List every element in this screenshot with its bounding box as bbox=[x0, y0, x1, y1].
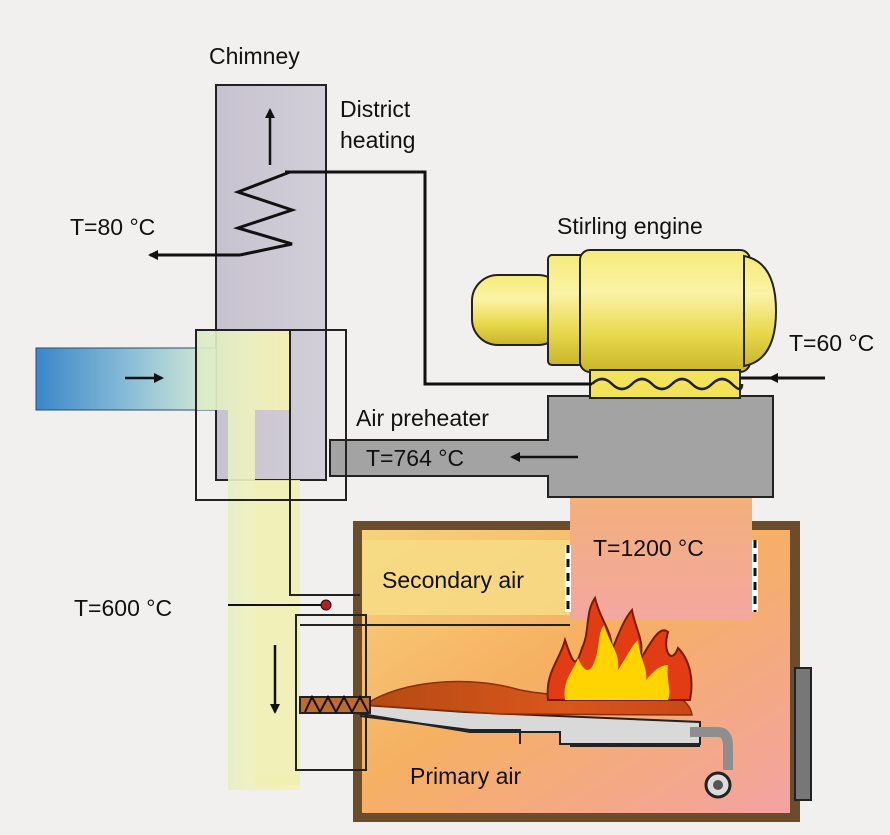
engine-heater-coil bbox=[591, 377, 744, 391]
secondary-air-channel bbox=[362, 540, 570, 615]
air-preheater-flue-channel bbox=[329, 395, 774, 498]
furnace-door bbox=[794, 667, 812, 801]
secondary-air-nozzles bbox=[565, 540, 758, 612]
preheated-air-temperature: T=600 °C bbox=[74, 595, 173, 621]
warm-air-downcomer bbox=[255, 480, 300, 785]
district-heating-label-line2: heating bbox=[340, 127, 416, 153]
chimney-label: Chimney bbox=[209, 43, 300, 69]
air-preheater-box bbox=[195, 329, 347, 501]
stirling-engine-label: Stirling engine bbox=[557, 213, 703, 239]
primary-air-tube bbox=[690, 727, 733, 770]
preheater-flue-temperature: T=764 °C bbox=[366, 445, 465, 471]
air-preheater-inner-path bbox=[289, 330, 360, 596]
furnace-riser bbox=[570, 495, 752, 620]
secondary-air-label: Secondary air bbox=[382, 567, 524, 593]
air-preheater-label: Air preheater bbox=[356, 405, 489, 431]
stirling-engine bbox=[471, 249, 778, 399]
chimney-heat-exchanger-coil bbox=[233, 170, 297, 257]
primary-air-chamber-wall bbox=[295, 614, 367, 771]
preheated-air-dot bbox=[320, 599, 332, 611]
combustion-temperature: T=1200 °C bbox=[593, 535, 704, 561]
primary-air-label: Primary air bbox=[410, 763, 522, 789]
district-out-temperature: T=80 °C bbox=[70, 214, 156, 240]
district-in-temperature: T=60 °C bbox=[789, 330, 875, 356]
warm-air-duct bbox=[196, 330, 300, 790]
feed-screw bbox=[299, 694, 371, 715]
flames bbox=[546, 595, 693, 701]
district-heating-label-line1: District bbox=[340, 96, 411, 122]
